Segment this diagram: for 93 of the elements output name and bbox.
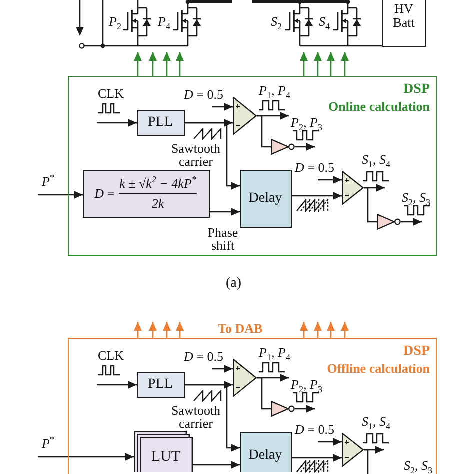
formula-numerator: k ± √k$^{2}$ − 4kP$^{*}$ — [118, 176, 198, 194]
inverter-symbol — [270, 138, 294, 154]
arrow — [176, 322, 184, 338]
block-label: PLL — [148, 376, 173, 392]
battery-label: HV Batt — [392, 2, 416, 30]
formula-block — [82, 170, 210, 218]
edge-label: CLK — [98, 86, 124, 101]
arrow — [185, 122, 240, 190]
switch-label: P$_{2}$ — [109, 14, 122, 29]
edge-label: P$^{*}$ — [42, 436, 54, 451]
arrow — [134, 322, 142, 338]
arrow — [97, 381, 137, 389]
arrow — [318, 438, 342, 446]
arrow — [38, 191, 83, 199]
arrow — [401, 218, 422, 226]
edge-label: Sawtooth carrier — [170, 142, 222, 168]
arrow — [300, 52, 308, 76]
block-label: LUT — [150, 448, 182, 466]
connector-line — [364, 187, 377, 223]
arrow — [295, 143, 315, 151]
panel-title: DSP — [404, 344, 430, 359]
battery-box — [382, 0, 426, 47]
formula-denominator: 2k — [152, 195, 164, 211]
function-block — [136, 110, 184, 136]
arrow — [314, 322, 322, 338]
function-block — [240, 170, 292, 228]
arrow — [295, 405, 315, 413]
inverter-symbol — [270, 400, 294, 416]
switch-label: P$_{4}$ — [158, 14, 170, 29]
connector-line — [257, 377, 271, 410]
edge-label: P$_{1}$, P$_{4}$ — [259, 345, 290, 360]
arrow — [300, 322, 308, 338]
arrow — [327, 322, 335, 338]
signal-label: S$_{2}$, S$_{3}$ — [404, 458, 433, 473]
inverter-symbol — [376, 214, 400, 230]
arrow — [193, 461, 240, 469]
edge-label: D = 0.5 — [184, 87, 224, 102]
panel-subtitle: Offline calculation — [327, 361, 430, 376]
arrow — [149, 52, 157, 76]
block-label: Delay — [248, 190, 282, 206]
edge-label: CLK — [98, 348, 124, 363]
edge-label: Sawtooth carrier — [170, 404, 222, 430]
edge-label: P$^{*}$ — [42, 174, 54, 189]
arrow — [210, 208, 240, 216]
circuit-drawing — [75, 0, 363, 52]
arrow — [38, 453, 134, 461]
edge-label: Phase shift — [206, 226, 240, 252]
panel-title: DSP — [404, 82, 430, 97]
lut-block — [134, 430, 192, 472]
edge-label: P$_{2}$, P$_{3}$ — [291, 377, 322, 392]
arrow — [212, 365, 233, 373]
panel-frame — [68, 76, 437, 256]
edge-label: P$_{2}$, P$_{3}$ — [291, 115, 322, 130]
arrow — [185, 384, 240, 452]
arrow — [341, 322, 349, 338]
arrow — [97, 119, 137, 127]
block-label: Delay — [248, 448, 282, 464]
arrow — [149, 322, 157, 338]
edge-label: S$_{2}$, S$_{3}$ — [402, 190, 431, 205]
function-block — [136, 372, 184, 398]
arrow — [292, 192, 342, 200]
connector-line — [363, 45, 382, 47]
annotation-label: To DAB — [218, 321, 263, 336]
arrow — [163, 52, 171, 76]
edge-label: S$_{1}$, S$_{4}$ — [362, 414, 391, 429]
block-label: PLL — [148, 114, 173, 130]
arrow — [134, 52, 142, 76]
subfigure-label: (a) — [226, 276, 242, 291]
arrow — [292, 454, 342, 462]
edge-label: S$_{1}$, S$_{4}$ — [362, 152, 391, 167]
arrow — [318, 176, 342, 184]
comparator-symbol — [232, 358, 256, 396]
edge-label: D = 0.5 — [184, 349, 224, 364]
switch-label: S$_{4}$ — [319, 14, 330, 29]
edge-label: D = 0.5 — [295, 422, 334, 437]
arrow — [163, 322, 171, 338]
comparator-symbol — [342, 170, 364, 204]
comparator-symbol — [342, 432, 364, 466]
edge-label: P$_{1}$, P$_{4}$ — [259, 83, 290, 98]
arrow — [176, 52, 184, 76]
formula-lhs: D = — [94, 186, 115, 201]
function-block — [240, 432, 292, 472]
arrow — [314, 52, 322, 76]
panel-subtitle: Online calculation — [328, 99, 430, 114]
arrow — [327, 52, 335, 76]
connector-line — [364, 449, 369, 474]
connector-line — [257, 115, 271, 148]
arrow — [212, 103, 233, 111]
arrow — [341, 52, 349, 76]
comparator-symbol — [232, 96, 256, 134]
edge-label: D = 0.5 — [295, 160, 334, 175]
switch-label: S$_{2}$ — [271, 14, 282, 29]
panel-frame — [68, 338, 437, 474]
